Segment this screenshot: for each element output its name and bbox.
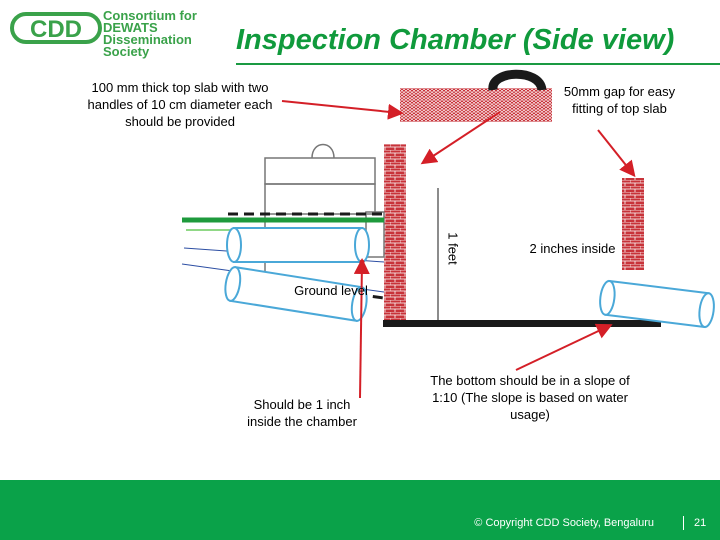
- top-slab: [400, 88, 552, 122]
- gap-annotation-line: 50mm gap for easy: [563, 84, 676, 99]
- footer-bar: [0, 480, 720, 540]
- slide-title: Inspection Chamber (Side view): [236, 24, 675, 56]
- slab-handle: [488, 69, 547, 92]
- bottom-annotation-line: usage): [510, 407, 550, 422]
- page-separator: [683, 516, 684, 530]
- org-line: Dissemination: [103, 32, 192, 47]
- cdd-logo: CDD: [10, 8, 102, 48]
- gap-annotation-line: fitting of top slab: [572, 101, 667, 116]
- bottom-annotation: The bottom should be in a slope of 1:10 …: [410, 372, 650, 423]
- arrow-dot: [359, 259, 365, 265]
- title-underline: [236, 63, 720, 65]
- arrow-gap-right: [597, 129, 636, 178]
- org-line: DEWATS: [103, 20, 158, 35]
- logo-mark: CDD: [10, 12, 102, 44]
- chamber-base: [383, 320, 661, 327]
- ground-level-label: Ground level: [294, 283, 368, 298]
- slab-annotation: 100 mm thick top slab with two handles o…: [70, 79, 290, 130]
- arrow-slab: [281, 100, 404, 120]
- page-number: 21: [694, 517, 707, 529]
- org-line: Society: [103, 44, 150, 59]
- svg-text:CDD: CDD: [30, 16, 82, 43]
- inlet-annotation-line: inside the chamber: [247, 414, 357, 429]
- copyright-text: © Copyright CDD Society, Bengaluru: [474, 517, 654, 529]
- arrow-gap-left: [420, 111, 501, 165]
- arrow-bottom: [515, 323, 613, 371]
- arrow-inlet: [353, 258, 370, 399]
- inlet-annotation: Should be 1 inch inside the chamber: [232, 396, 372, 430]
- depth-label: 1 feet: [445, 232, 461, 265]
- org-line: Consortium for: [103, 8, 197, 23]
- right-wall: [622, 178, 644, 270]
- gap-annotation: 50mm gap for easy fitting of top slab: [552, 83, 687, 117]
- slab-annotation-line: should be provided: [125, 114, 235, 129]
- inlet-annotation-line: Should be 1 inch: [253, 397, 351, 412]
- bottom-annotation-line: 1:10 (The slope is based on water: [432, 390, 628, 405]
- left-wall: [384, 144, 406, 324]
- slab-annotation-line: 100 mm thick top slab with two: [91, 80, 269, 95]
- inside-label: 2 inches inside: [529, 241, 616, 256]
- bottom-annotation-line: The bottom should be in a slope of: [430, 373, 630, 388]
- slab-annotation-line: handles of 10 cm diameter each: [87, 97, 273, 112]
- outlet-pipe: [599, 279, 715, 329]
- org-name: Consortium for DEWATS Dissemination Soci…: [103, 8, 197, 59]
- inspection-chamber-diagram: [181, 69, 715, 399]
- inlet-pipe-upper: [226, 227, 370, 263]
- inlet-pipe-lower: [224, 266, 368, 322]
